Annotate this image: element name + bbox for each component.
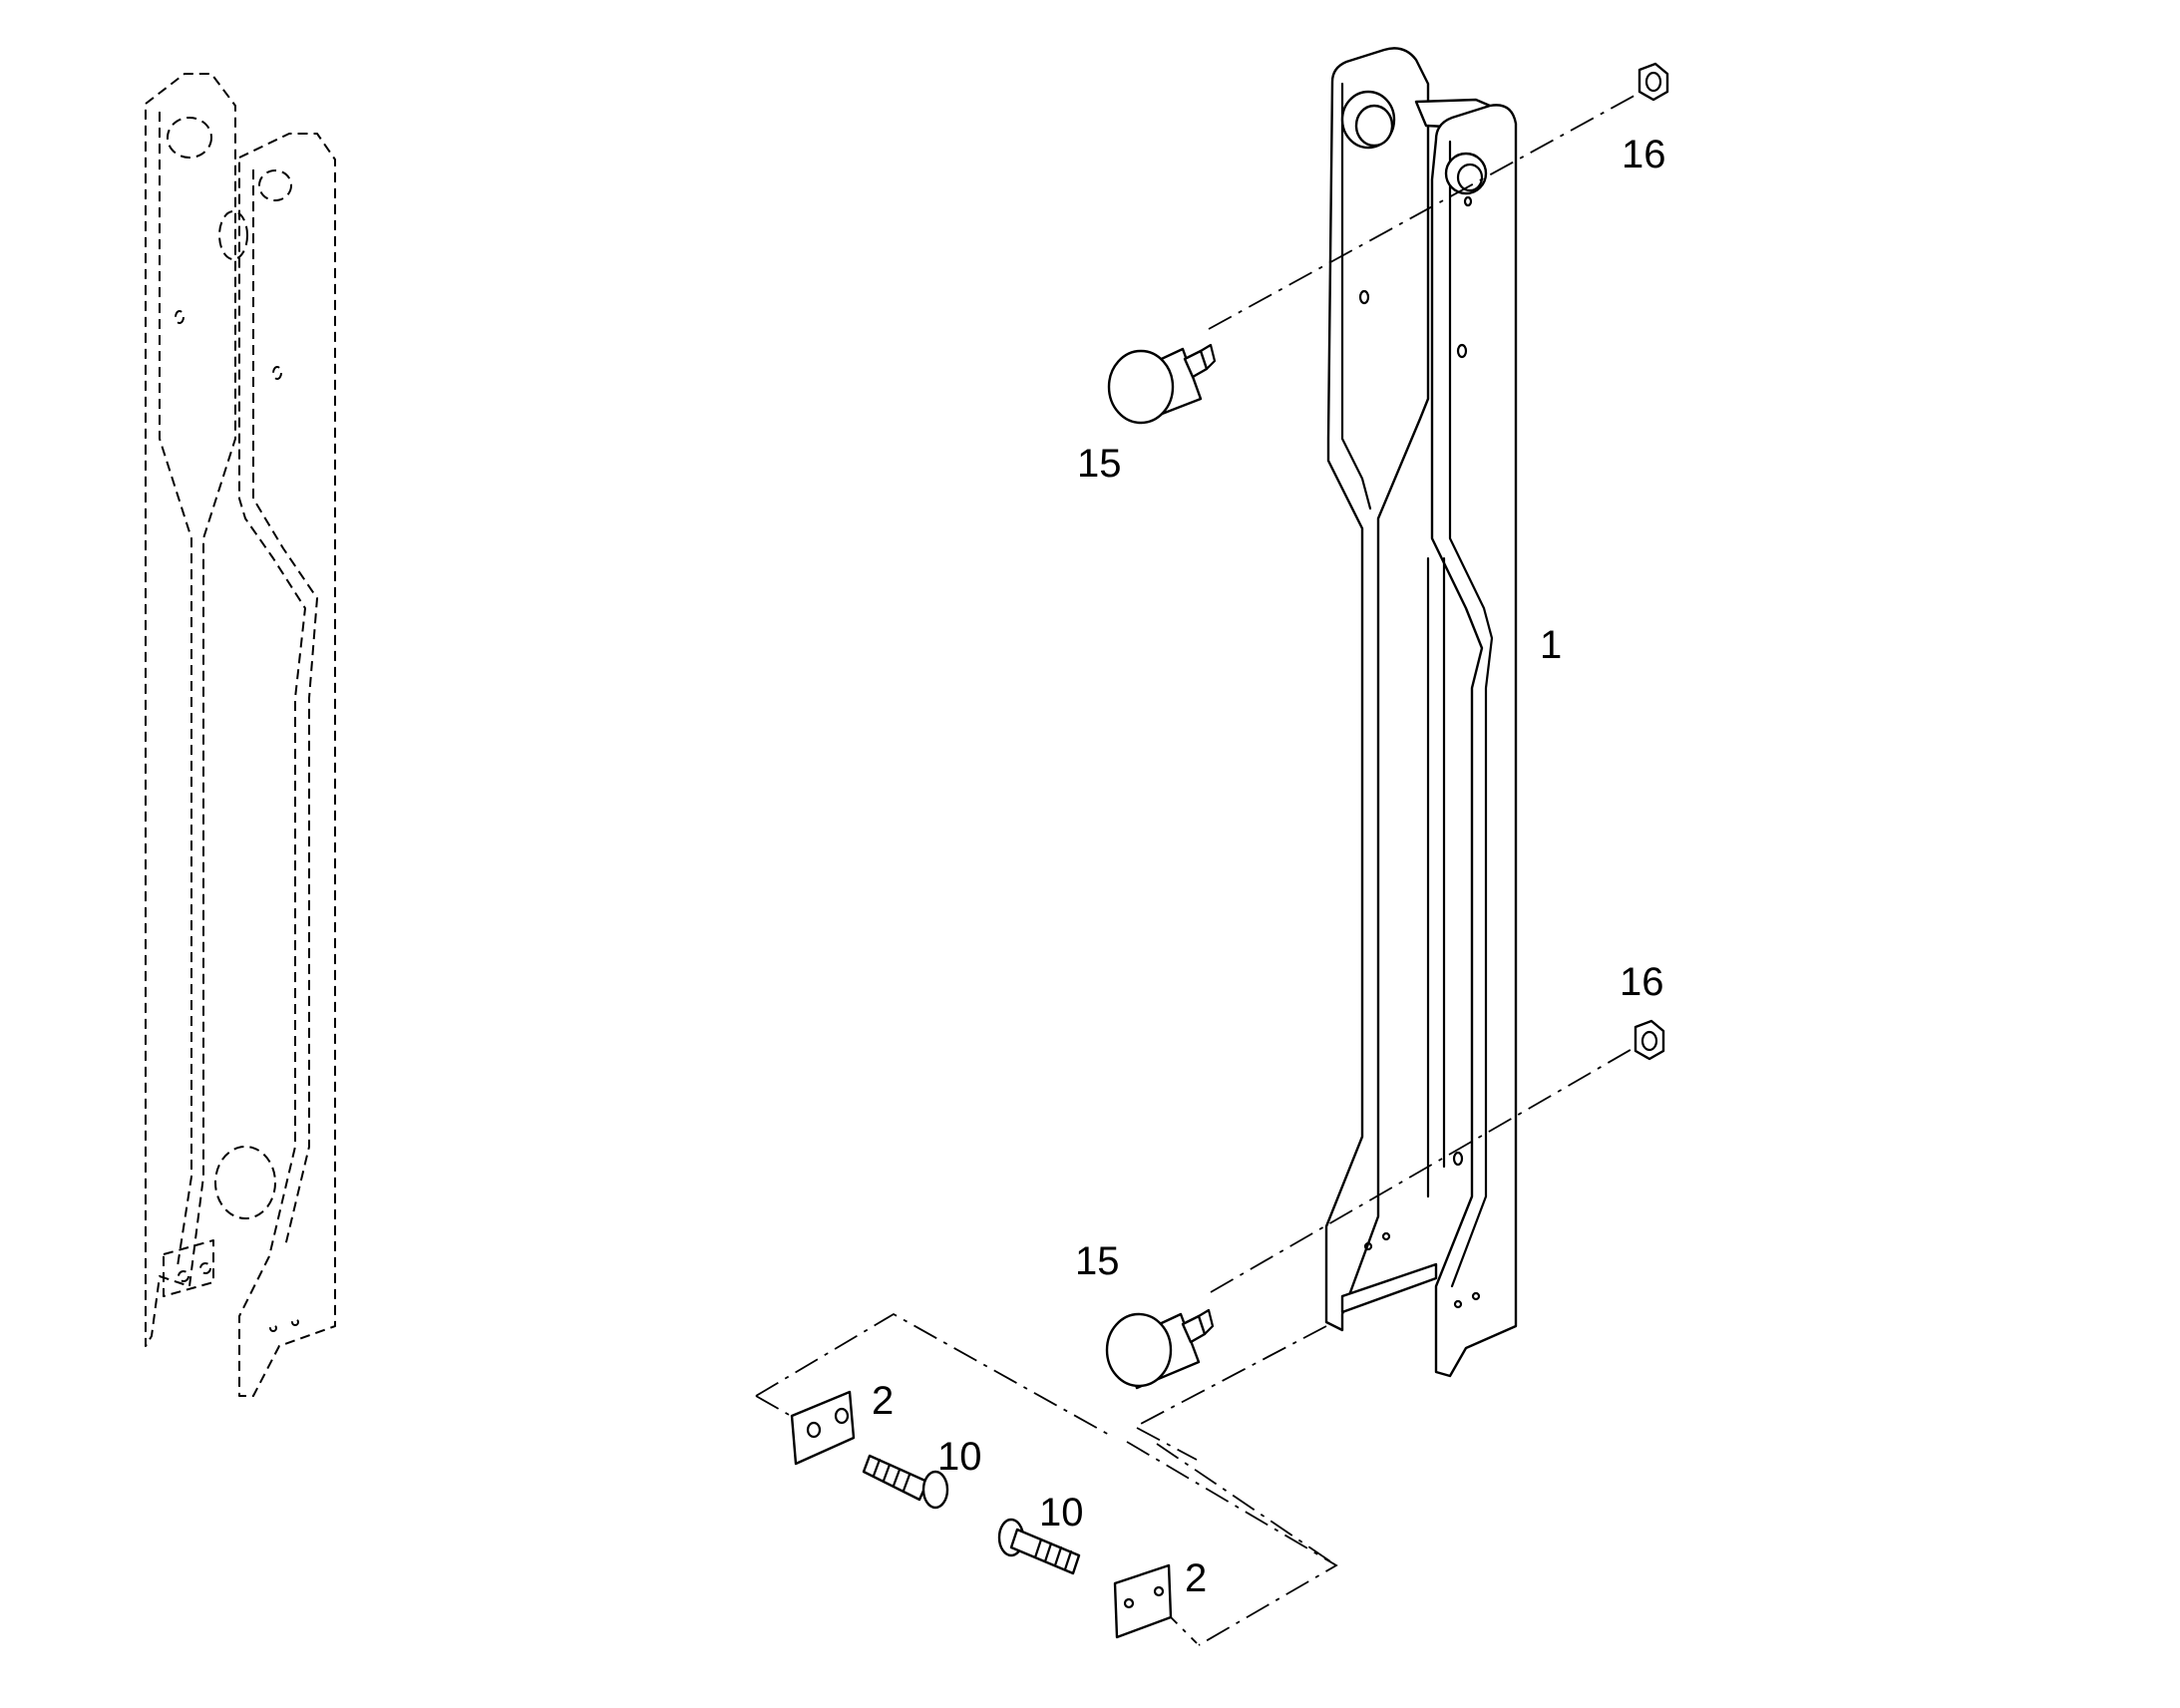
callout-frame: 1: [1540, 623, 1562, 667]
screw-lower: [997, 1518, 1081, 1575]
callout-screw-upper: 10: [937, 1435, 982, 1479]
assembled-frame-ghost: [145, 73, 336, 1397]
hex-nut-top: [1637, 62, 1669, 102]
screw-upper: [862, 1454, 949, 1510]
rubber-bumper-bottom: [1105, 1308, 1215, 1390]
callout-bumper-top: 15: [1077, 442, 1122, 486]
callout-bracket-upper: 2: [872, 1379, 894, 1423]
callout-nut-top: 16: [1622, 133, 1666, 176]
main-frame: [1324, 47, 1518, 1378]
callout-screw-lower: 10: [1039, 1491, 1084, 1535]
hex-nut-bottom: [1634, 1019, 1665, 1061]
bracket-lower: [1113, 1563, 1173, 1639]
rubber-bumper-top: [1107, 343, 1217, 425]
callout-bumper-bottom: 15: [1075, 1239, 1120, 1283]
callout-nut-bottom: 16: [1620, 960, 1664, 1004]
callout-bracket-lower: 2: [1185, 1556, 1207, 1600]
bracket-upper: [790, 1390, 856, 1466]
